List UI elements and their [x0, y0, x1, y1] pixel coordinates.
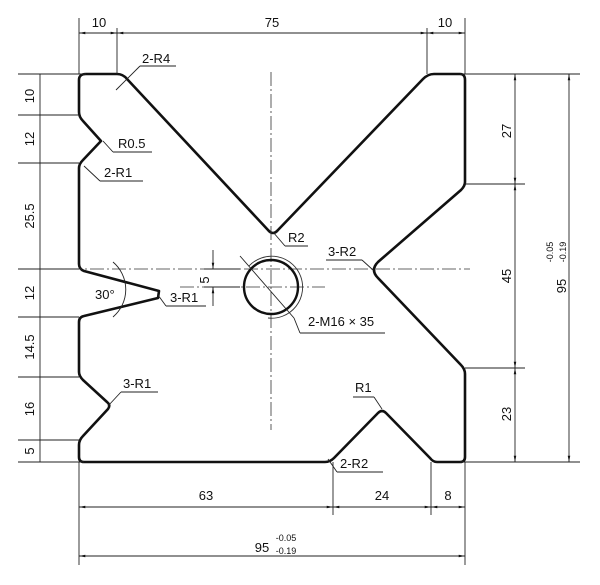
- r2-right-leader-2: [361, 259, 374, 271]
- r1-notch-label: 3-R1: [170, 290, 198, 305]
- r2-bottom-label: 2-R2: [340, 456, 368, 471]
- r2-right-label: 3-R2: [328, 244, 356, 259]
- bottom-dim-3: 8: [444, 488, 451, 503]
- r2-bottom-leader: [327, 458, 338, 473]
- top-dim-1: 10: [92, 15, 106, 30]
- r1-notch-leader: [157, 294, 167, 307]
- bottom-total-lower: -0.19: [276, 546, 297, 556]
- part-outline: [77, 72, 467, 464]
- r1-left-leader: [83, 165, 101, 182]
- bottom-dim-2: 24: [375, 488, 389, 503]
- left-dim-3: 25.5: [22, 203, 37, 228]
- top-dim-2: 75: [265, 15, 279, 30]
- angle-label: 30°: [95, 287, 115, 302]
- top-dim-3: 10: [438, 15, 452, 30]
- angle-arc: [112, 261, 127, 318]
- left-dim-4: 12: [22, 286, 37, 300]
- r1-bottom-leader-2: [373, 396, 383, 410]
- right-dim-1: 27: [499, 124, 514, 138]
- r4-leader: [115, 65, 141, 91]
- r2-center-label: R2: [288, 230, 305, 245]
- r05-label: R0.5: [118, 136, 145, 151]
- right-dim-2: 45: [499, 269, 514, 283]
- hole-offset-value: 5: [197, 276, 212, 283]
- bottom-total-upper: -0.05: [276, 533, 297, 543]
- bottom-total-base: 95: [255, 540, 269, 555]
- left-dim-5: 14.5: [22, 334, 37, 359]
- right-total-base: 95: [554, 279, 569, 293]
- left-dim-2: 12: [22, 132, 37, 146]
- r1-left-label: 2-R1: [104, 165, 132, 180]
- left-dim-6: 16: [22, 402, 37, 416]
- thread-leader-2: [293, 317, 301, 334]
- r4-label: 2-R4: [142, 51, 170, 66]
- thread-leader: [239, 255, 295, 319]
- thread-label: 2-M16 × 35: [308, 314, 374, 329]
- r1-bottom-label: R1: [355, 380, 372, 395]
- r1-bl-leader: [107, 391, 122, 407]
- threaded-hole: [242, 258, 300, 316]
- r05-leader: [102, 140, 114, 153]
- r2-center-leader: [272, 231, 286, 247]
- right-total-upper: -0.05: [545, 242, 555, 263]
- bottom-dim-1: 63: [199, 488, 213, 503]
- right-dim-3: 23: [499, 407, 514, 421]
- thread-major-arc: [248, 255, 304, 319]
- left-dim-1: 10: [22, 89, 37, 103]
- left-dim-7: 5: [22, 447, 37, 454]
- r1-bl-label: 3-R1: [123, 376, 151, 391]
- right-total-lower: -0.19: [558, 242, 568, 263]
